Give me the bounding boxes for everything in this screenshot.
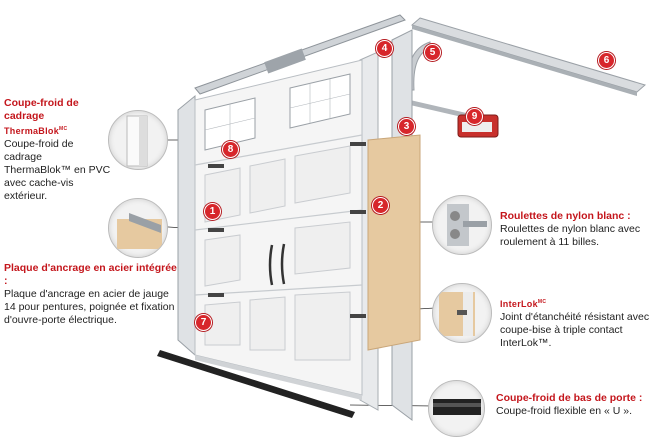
callout-bas-porte-body: Coupe-froid flexible en « U ». [496,405,632,417]
callout-thermablok: Coupe-froid de cadrage ThermaBlokMC Coup… [4,97,112,203]
callout-bas-porte-title: Coupe-froid de bas de porte : [496,392,643,404]
zoom-detail-roller [432,195,492,255]
thermablok-brand-text: ThermaBlok [4,126,60,136]
thermablok-brand-mark: MC [59,126,68,132]
zoom-detail-anchor-plate [108,198,168,258]
badge-3: 3 [398,118,415,135]
callout-plaque-body: Plaque d'ancrage en acier de jauge 14 po… [4,288,175,326]
interlok-brand-mark: MC [537,299,547,305]
badge-2: 2 [372,197,389,214]
callout-roulettes-body: Roulettes de nylon blanc avec roulement … [500,223,641,248]
callout-roulettes: Roulettes de nylon blanc : Roulettes de … [500,210,655,249]
badge-6: 6 [598,52,615,69]
callout-thermablok-body: Coupe-froid de cadrage ThermaBlok™ en PV… [4,138,111,202]
callout-plaque-title: Plaque d'ancrage en acier intégrée : [4,262,177,287]
callout-interlok-brand: InterLokMC [500,296,655,311]
badge-9: 9 [466,108,483,125]
badge-4: 4 [376,40,393,57]
badge-7: 7 [195,314,212,331]
badge-1: 1 [204,203,221,220]
callout-bas-porte: Coupe-froid de bas de porte : Coupe-froi… [496,392,656,418]
callout-plaque: Plaque d'ancrage en acier intégrée : Pla… [4,262,179,327]
callout-interlok-body: Joint d'étanchéité résistant avec coupe-… [500,311,650,349]
badge-8: 8 [222,141,239,158]
callout-thermablok-brand: ThermaBlokMC [4,123,112,138]
badge-5: 5 [424,44,441,61]
callout-interlok: InterLokMC Joint d'étanchéité résistant … [500,296,655,350]
callout-thermablok-title: Coupe-froid de cadrage [4,97,79,122]
zoom-detail-bottom-seal [428,380,485,437]
zoom-detail-thermablok [108,110,168,170]
interlok-brand-text: InterLok [500,299,538,309]
callout-roulettes-title: Roulettes de nylon blanc : [500,210,631,222]
zoom-detail-interlok [432,283,492,343]
